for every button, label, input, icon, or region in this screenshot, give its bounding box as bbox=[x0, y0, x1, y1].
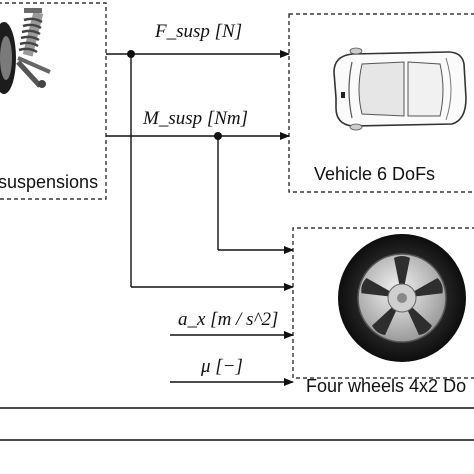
car-top-view-icon bbox=[333, 47, 467, 131]
m-susp-label: M_susp [Nm] bbox=[142, 108, 248, 129]
a-x-label: a_x [m / s^2] bbox=[178, 309, 278, 330]
wheels-block: Four wheels 4x2 Do bbox=[292, 227, 474, 396]
suspensions-label: suspensions bbox=[0, 172, 98, 192]
vehicle-label: Vehicle 6 DoFs bbox=[314, 164, 435, 184]
suspension-strut-icon bbox=[0, 8, 51, 94]
wheels-label: Four wheels 4x2 Do bbox=[306, 376, 466, 396]
suspensions-block: suspensions bbox=[0, 2, 107, 200]
signal-lines bbox=[0, 50, 474, 441]
mu-label: μ [−] bbox=[200, 356, 243, 377]
f-susp-label: F_susp [N] bbox=[154, 21, 242, 42]
tire-wheel-icon bbox=[338, 234, 466, 362]
vehicle-block: Vehicle 6 DoFs bbox=[288, 13, 474, 193]
